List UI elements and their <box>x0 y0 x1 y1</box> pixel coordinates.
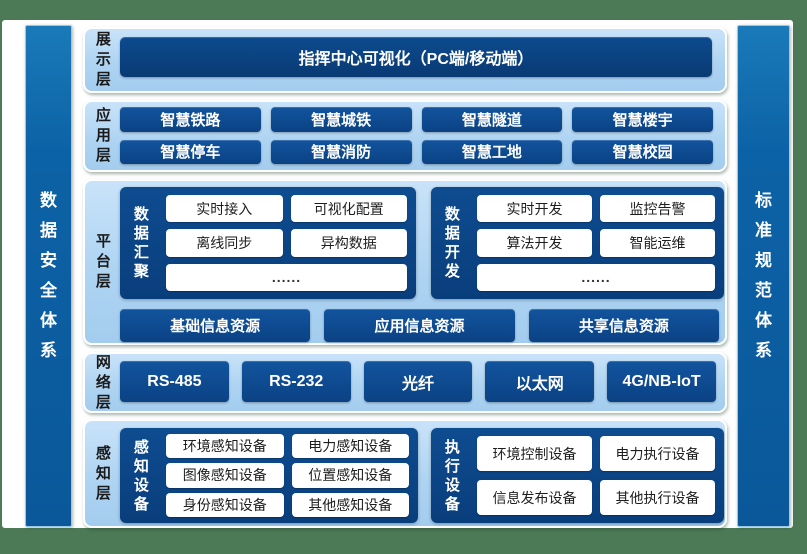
pillar-standards: 标准规范体系 <box>737 25 790 527</box>
device-box: 身份感知设备 <box>166 492 284 517</box>
layer-network-label: 网络层 <box>95 353 111 411</box>
device-box: 电力执行设备 <box>600 436 715 471</box>
execution-device-items: 环境控制设备 电力执行设备 信息发布设备 其他执行设备 <box>477 436 715 515</box>
layer-application-label: 应用层 <box>95 107 111 164</box>
resource-box: 基础信息资源 <box>120 309 311 342</box>
group-execution-devices: 执行设备 环境控制设备 电力执行设备 信息发布设备 其他执行设备 <box>431 428 724 523</box>
layer-platform-label: 平台层 <box>95 233 111 290</box>
network-box: 以太网 <box>485 361 595 402</box>
group-data-aggregation-label: 数据汇聚 <box>133 206 149 280</box>
group-execution-devices-label: 执行设备 <box>444 438 460 513</box>
group-sensing-devices: 感知设备 环境感知设备 电力感知设备 图像感知设备 位置感知设备 身份感知设备 … <box>120 428 418 523</box>
feature-box: 算法开发 <box>477 229 592 257</box>
device-box: 其他感知设备 <box>291 492 409 517</box>
group-data-development-label: 数据开发 <box>444 206 460 280</box>
layer-platform: 平台层 数据汇聚 实时接入 可视化配置 离线同步 异构数据 ...... 数据开… <box>83 179 727 345</box>
data-aggregation-items: 实时接入 可视化配置 离线同步 异构数据 ...... <box>166 195 407 291</box>
group-data-development: 数据开发 实时开发 监控告警 算法开发 智能运维 ...... <box>431 187 724 299</box>
layer-perception: 感知层 感知设备 环境感知设备 电力感知设备 图像感知设备 位置感知设备 身份感… <box>83 419 727 528</box>
device-box: 信息发布设备 <box>477 480 592 515</box>
device-box: 图像感知设备 <box>166 463 284 488</box>
device-box: 电力感知设备 <box>291 434 409 459</box>
application-grid: 智慧铁路 智慧城铁 智慧隧道 智慧楼宇 智慧停车 智慧消防 智慧工地 智慧校园 <box>120 107 713 164</box>
feature-box: 实时接入 <box>166 195 283 223</box>
feature-box: 实时开发 <box>477 195 592 223</box>
app-box: 智慧铁路 <box>120 107 261 132</box>
banner-command-center: 指挥中心可视化（PC端/移动端） <box>120 37 712 77</box>
device-box: 位置感知设备 <box>291 463 409 488</box>
app-box: 智慧停车 <box>120 139 261 164</box>
device-box: 其他执行设备 <box>600 480 715 515</box>
app-box: 智慧隧道 <box>421 107 563 132</box>
network-box: RS-232 <box>241 361 351 402</box>
app-box: 智慧城铁 <box>270 107 412 132</box>
network-row: RS-485 RS-232 光纤 以太网 4G/NB-IoT <box>120 361 716 402</box>
layer-application: 应用层 智慧铁路 智慧城铁 智慧隧道 智慧楼宇 智慧停车 智慧消防 智慧工地 智… <box>83 100 727 172</box>
layer-display-label: 展示层 <box>95 31 111 88</box>
app-box: 智慧校园 <box>572 139 713 164</box>
device-box: 环境控制设备 <box>477 436 592 471</box>
app-box: 智慧楼宇 <box>572 107 713 132</box>
data-development-items: 实时开发 监控告警 算法开发 智能运维 ...... <box>477 195 715 291</box>
feature-box: 智能运维 <box>600 229 715 257</box>
feature-box: 监控告警 <box>600 195 715 223</box>
pillar-data-security-label: 数据安全体系 <box>40 191 57 360</box>
network-box: RS-485 <box>120 361 229 402</box>
feature-box-more: ...... <box>477 263 715 291</box>
resource-box: 共享信息资源 <box>528 309 719 342</box>
resource-box: 应用信息资源 <box>324 309 515 342</box>
pillar-data-security: 数据安全体系 <box>25 25 72 527</box>
resource-row: 基础信息资源 应用信息资源 共享信息资源 <box>120 309 719 342</box>
layer-display: 展示层 指挥中心可视化（PC端/移动端） <box>83 27 727 93</box>
layer-perception-label: 感知层 <box>95 444 111 502</box>
group-data-aggregation: 数据汇聚 实时接入 可视化配置 离线同步 异构数据 ...... <box>120 187 416 299</box>
group-sensing-devices-label: 感知设备 <box>133 438 149 513</box>
sensing-device-items: 环境感知设备 电力感知设备 图像感知设备 位置感知设备 身份感知设备 其他感知设… <box>166 434 409 517</box>
feature-box: 离线同步 <box>166 229 283 257</box>
layer-network: 网络层 RS-485 RS-232 光纤 以太网 4G/NB-IoT <box>83 352 727 413</box>
feature-box: 异构数据 <box>290 229 407 257</box>
network-box: 4G/NB-IoT <box>607 361 716 402</box>
app-box: 智慧工地 <box>421 139 563 164</box>
feature-box: 可视化配置 <box>290 195 407 223</box>
pillar-standards-label: 标准规范体系 <box>755 191 772 360</box>
app-box: 智慧消防 <box>270 139 412 164</box>
device-box: 环境感知设备 <box>166 434 284 459</box>
feature-box-more: ...... <box>166 263 407 291</box>
network-box: 光纤 <box>363 361 473 402</box>
